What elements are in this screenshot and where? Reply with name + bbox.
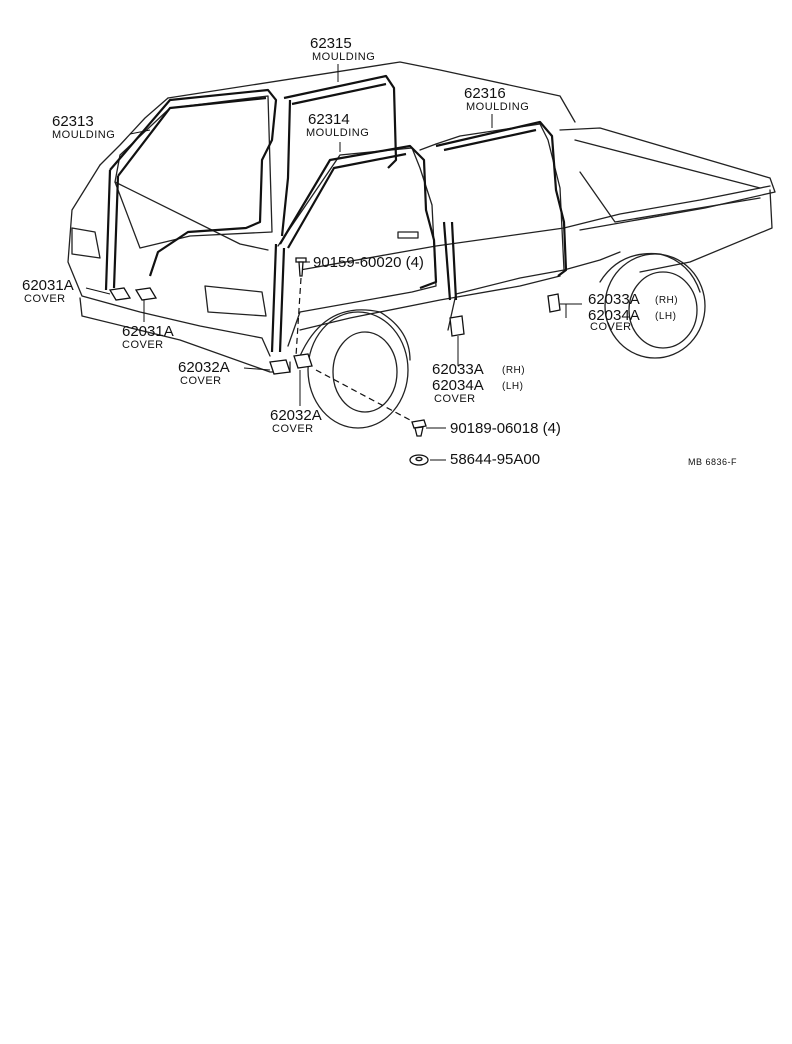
callout-62032A-left-name: COVER <box>180 375 222 387</box>
callout-62031A-left-part: 62031A <box>22 277 74 294</box>
moulding-62314-shape <box>279 144 438 290</box>
leader-lines <box>85 64 582 461</box>
callout-62313-part: 62313 <box>52 113 94 130</box>
callout-62314-name: MOULDING <box>306 127 370 139</box>
cover-62033A-rear-shape <box>547 293 561 313</box>
callout-62032A-right-name: COVER <box>272 423 314 435</box>
callout-62034A-rear-part: 62034A <box>588 307 640 324</box>
clip-dashed-line <box>315 369 411 421</box>
callout-62033A-center-side: (RH) <box>502 365 526 376</box>
callout-62313-name: MOULDING <box>52 129 116 141</box>
clip-icon <box>411 419 427 437</box>
cover-62031A-right-shape <box>134 287 158 301</box>
callout-62031A-left-name: COVER <box>24 293 66 305</box>
fastener-clip-label: 90189-06018 (4) <box>450 420 561 437</box>
cover-62033A-center-shape <box>449 315 465 337</box>
callout-62034A-center-side: (LH) <box>502 381 524 392</box>
b-pillar-vertical-moulding <box>270 243 286 353</box>
mouldings <box>104 74 568 353</box>
moulding-62315-shape <box>280 74 398 237</box>
callout-62031A-right-name: COVER <box>122 339 164 351</box>
reference-code: MB 6836-F <box>688 457 738 467</box>
washer-icon <box>409 454 429 466</box>
callout-62032A-right-part: 62032A <box>270 407 322 424</box>
callout-62032A-left-part: 62032A <box>178 359 230 376</box>
moulding-62316-shape <box>435 120 568 277</box>
cover-62032A-right-shape <box>293 353 313 369</box>
callout-62033A-rear-name: COVER <box>590 321 632 333</box>
fastener-shapes <box>295 257 429 466</box>
callout-62033A-rear-part: 62033A <box>588 291 640 308</box>
callout-62034A-center-part: 62034A <box>432 377 484 394</box>
cover-62031A-left-shape <box>108 287 132 301</box>
covers <box>108 287 561 375</box>
callout-62033A-center-name: COVER <box>434 393 476 405</box>
callout-62033A-center-part: 62033A <box>432 361 484 378</box>
callout-62031A-right-part: 62031A <box>122 323 174 340</box>
callout-62034A-rear-side: (LH) <box>655 311 677 322</box>
fastener-screw-label: 90159-60020 (4) <box>313 254 424 271</box>
truck-body <box>67 61 776 429</box>
callout-62315-name: MOULDING <box>312 51 376 63</box>
fastener-washer-label: 58644-95A00 <box>450 451 541 468</box>
callout-62314-part: 62314 <box>308 111 350 128</box>
callout-62316-name: MOULDING <box>466 101 530 113</box>
screw-icon <box>295 257 307 277</box>
a-pillar-vertical-moulding <box>104 169 120 291</box>
moulding-62313-shape <box>109 88 278 277</box>
callout-62033A-rear-side: (RH) <box>655 295 679 306</box>
screw-dashed-line <box>295 277 302 357</box>
callout-62315-part: 62315 <box>310 35 352 52</box>
c-pillar-vertical-moulding <box>442 221 458 301</box>
cover-62032A-left-shape <box>269 359 291 375</box>
callout-62316-part: 62316 <box>464 85 506 102</box>
